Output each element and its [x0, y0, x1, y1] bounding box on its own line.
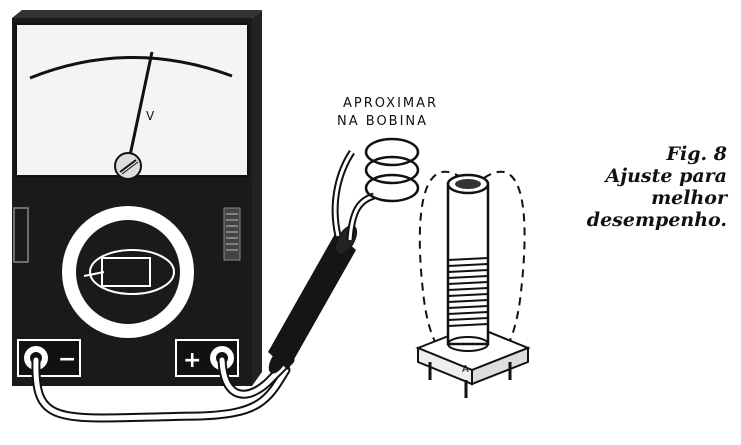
positive-terminal-label: +	[183, 348, 201, 373]
pickup-loop-coil	[364, 137, 420, 203]
rotary-selector-knob	[62, 206, 194, 338]
coil-winding	[447, 257, 489, 327]
probe-wires	[331, 150, 376, 241]
coil-assembly: A	[415, 170, 531, 398]
svg-text:A: A	[462, 364, 469, 375]
zero-adjust-screw	[114, 152, 142, 180]
test-leads	[31, 355, 295, 423]
probe-label-line1: APROXIMAR	[343, 96, 438, 111]
figure-number: Fig. 8	[666, 143, 727, 165]
negative-terminal: −	[17, 339, 81, 377]
positive-terminal: +	[175, 339, 239, 377]
caption-line-2: melhor	[651, 187, 727, 209]
probe-handle	[268, 225, 358, 374]
caption-line-3: desempenho.	[586, 209, 727, 231]
magnetic-field-line-right	[483, 170, 526, 361]
magnetic-field-line-left	[418, 170, 463, 361]
right-side-dial	[223, 207, 241, 261]
probe-instruction-label: APROXIMAR NA BOBINA	[337, 96, 438, 129]
meter-needle	[126, 51, 154, 166]
figure-caption: Fig. 8 Ajuste para melhor desempenho.	[557, 143, 727, 231]
left-side-slot	[13, 207, 29, 263]
meter-scale-arc	[29, 56, 233, 80]
probe-label-line2: NA BOBINA	[337, 114, 428, 129]
caption-line-1: Ajuste para	[605, 165, 727, 187]
multimeter: V	[12, 10, 262, 386]
negative-terminal-label: −	[58, 347, 76, 372]
meter-unit-label: V	[146, 109, 155, 123]
